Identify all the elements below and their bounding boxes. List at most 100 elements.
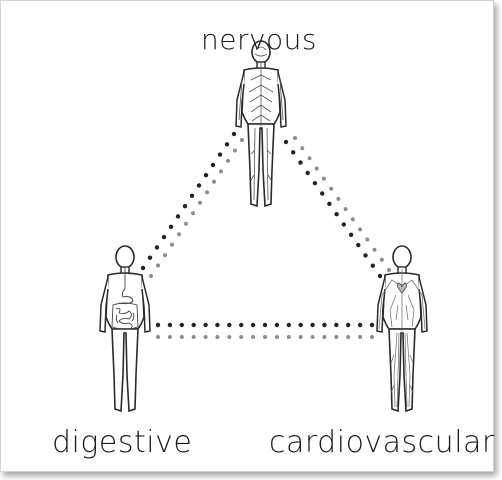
human-nervous-system-icon <box>236 41 286 206</box>
connector-dot-nervous-digestive <box>233 149 237 153</box>
connector-dot-nervous-digestive <box>225 142 229 146</box>
connector-dot-nervous-digestive <box>190 194 194 198</box>
nervous-label: nervous <box>201 26 317 54</box>
connector-dot-nervous-digestive <box>169 225 173 229</box>
connector-dot-nervous-digestive <box>197 183 201 187</box>
cardiovascular-label: cardiovascular <box>269 428 495 458</box>
connector-dot-nervous-cardiovascular <box>308 156 312 160</box>
connector-dot-nervous-cardiovascular <box>349 233 353 237</box>
connector-dot-nervous-digestive <box>204 173 208 177</box>
connector-dot-nervous-digestive <box>232 132 236 136</box>
connector-dot-nervous-cardiovascular <box>344 207 348 211</box>
connector-dot-digestive-cardiovascular <box>346 335 350 339</box>
connector-dot-digestive-cardiovascular <box>287 335 291 339</box>
connector-dot-nervous-digestive <box>163 253 167 257</box>
connector-dot-digestive-cardiovascular <box>263 323 267 327</box>
connector-dot-nervous-digestive <box>184 222 188 226</box>
connector-dot-digestive-cardiovascular <box>287 323 291 327</box>
connector-dot-nervous-digestive <box>212 180 216 184</box>
connector-dot-nervous-digestive <box>170 243 174 247</box>
connector-dot-digestive-cardiovascular <box>275 335 279 339</box>
connector-dot-nervous-digestive <box>219 169 223 173</box>
connector-dot-nervous-digestive <box>162 235 166 239</box>
connector-dot-digestive-cardiovascular <box>299 323 303 327</box>
connector-dot-digestive-cardiovascular <box>370 323 374 327</box>
connector-dot-digestive-cardiovascular <box>168 323 172 327</box>
connector-dot-digestive-cardiovascular <box>310 323 314 327</box>
human-digestive-system-icon <box>100 246 150 411</box>
connector-dot-nervous-digestive <box>141 266 145 270</box>
connector-dot-nervous-digestive <box>183 204 187 208</box>
connector-dot-digestive-cardiovascular <box>156 335 160 339</box>
connector-dot-digestive-cardiovascular <box>204 335 208 339</box>
connector-dot-nervous-digestive <box>156 264 160 268</box>
connector-dot-nervous-digestive <box>177 232 181 236</box>
connector-dot-digestive-cardiovascular <box>322 335 326 339</box>
connector-dot-nervous-cardiovascular <box>313 181 317 185</box>
connector-dot-nervous-digestive <box>198 201 202 205</box>
connector-dot-nervous-cardiovascular <box>380 258 384 262</box>
connector-dot-nervous-digestive <box>155 245 159 249</box>
connector-dot-digestive-cardiovascular <box>322 323 326 327</box>
digestive-label: digestive <box>52 428 192 458</box>
connector-dot-nervous-digestive <box>205 190 209 194</box>
connector-dot-nervous-cardiovascular <box>315 167 319 171</box>
connector-dot-nervous-digestive <box>148 256 152 260</box>
connector-dot-nervous-cardiovascular <box>291 150 295 154</box>
human-cardiovascular-system-icon <box>377 246 427 411</box>
connector-dot-nervous-digestive <box>176 214 180 218</box>
connector-dot-digestive-cardiovascular <box>251 323 255 327</box>
connector-dot-nervous-cardiovascular <box>327 202 331 206</box>
connector-dot-nervous-cardiovascular <box>322 177 326 181</box>
connector-dot-digestive-cardiovascular <box>156 323 160 327</box>
connector-dot-digestive-cardiovascular <box>180 323 184 327</box>
connector-dot-nervous-cardiovascular <box>298 160 302 164</box>
connector-dot-digestive-cardiovascular <box>358 335 362 339</box>
connector-dot-nervous-cardiovascular <box>336 197 340 201</box>
connector-dot-digestive-cardiovascular <box>251 335 255 339</box>
connector-dot-nervous-cardiovascular <box>320 191 324 195</box>
connector-dot-digestive-cardiovascular <box>227 335 231 339</box>
connector-dot-nervous-cardiovascular <box>373 248 377 252</box>
connector-dot-digestive-cardiovascular <box>358 323 362 327</box>
connector-dot-nervous-digestive <box>226 159 230 163</box>
connector-dot-digestive-cardiovascular <box>346 323 350 327</box>
connector-dot-nervous-cardiovascular <box>334 212 338 216</box>
connector-dot-nervous-cardiovascular <box>342 222 346 226</box>
connector-dot-digestive-cardiovascular <box>180 335 184 339</box>
connector-dot-digestive-cardiovascular <box>192 323 196 327</box>
connector-dot-digestive-cardiovascular <box>311 335 315 339</box>
connector-dot-nervous-cardiovascular <box>371 264 375 268</box>
connector-dot-digestive-cardiovascular <box>334 323 338 327</box>
connector-dot-nervous-cardiovascular <box>351 217 355 221</box>
connector-dot-nervous-cardiovascular <box>365 238 369 242</box>
connector-dot-nervous-cardiovascular <box>363 253 367 257</box>
connector-dot-digestive-cardiovascular <box>215 335 219 339</box>
connector-dot-nervous-cardiovascular <box>358 227 362 231</box>
connector-dot-nervous-cardiovascular <box>329 187 333 191</box>
connector-dot-digestive-cardiovascular <box>239 323 243 327</box>
connector-dot-digestive-cardiovascular <box>168 335 172 339</box>
connector-dot-digestive-cardiovascular <box>275 323 279 327</box>
connector-dot-nervous-cardiovascular <box>387 268 391 272</box>
connector-dot-nervous-digestive <box>149 274 153 278</box>
connector-dot-nervous-digestive <box>191 211 195 215</box>
connector-dot-digestive-cardiovascular <box>227 323 231 327</box>
connector-dot-digestive-cardiovascular <box>334 335 338 339</box>
connector-dot-digestive-cardiovascular <box>370 335 374 339</box>
connector-dot-digestive-cardiovascular <box>215 323 219 327</box>
connector-dot-digestive-cardiovascular <box>299 335 303 339</box>
connector-dot-nervous-cardiovascular <box>293 136 297 140</box>
connector-dot-nervous-digestive <box>218 152 222 156</box>
connector-dot-nervous-cardiovascular <box>300 146 304 150</box>
connector-dot-digestive-cardiovascular <box>239 335 243 339</box>
connector-dot-nervous-cardiovascular <box>284 140 288 144</box>
connector-dot-nervous-digestive <box>240 138 244 142</box>
connector-dot-nervous-cardiovascular <box>306 171 310 175</box>
connector-dot-nervous-cardiovascular <box>378 274 382 278</box>
connector-dot-digestive-cardiovascular <box>203 323 207 327</box>
connector-dot-nervous-cardiovascular <box>356 243 360 247</box>
connector-dot-digestive-cardiovascular <box>263 335 267 339</box>
connector-dot-nervous-digestive <box>211 163 215 167</box>
